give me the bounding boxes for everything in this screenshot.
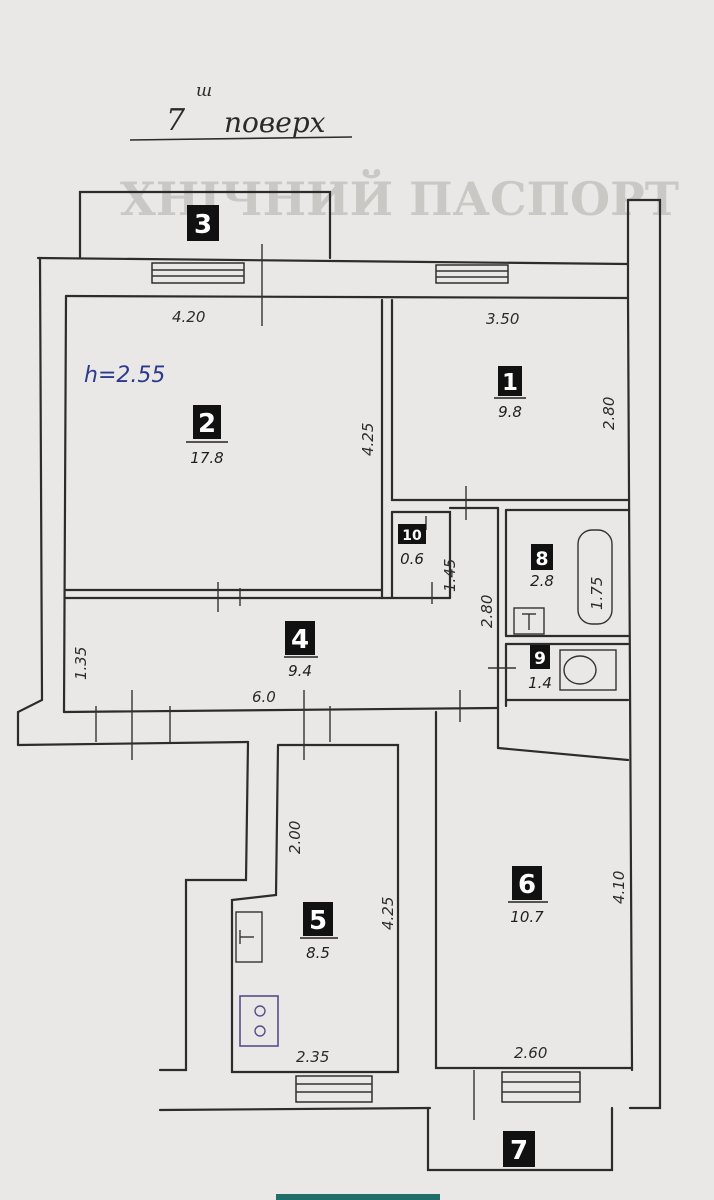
room-2-badge xyxy=(193,405,221,439)
floor-heading: 7 ш поверх xyxy=(129,81,353,141)
kitchen-entry-wall xyxy=(158,740,250,1072)
dim-bath-side: 2.80 xyxy=(478,595,496,628)
outer-wall-left xyxy=(16,256,44,747)
dim-room2-depth: 4.25 xyxy=(359,423,377,456)
room-2-number: 2 xyxy=(198,409,216,439)
room-6-top xyxy=(496,746,630,762)
kitchen-5-walls xyxy=(230,743,400,1074)
dim-room2-width: 4.20 xyxy=(172,308,205,326)
toilet-icon xyxy=(559,649,617,691)
outer-wall-bottom xyxy=(158,1106,432,1112)
room-6-number: 6 xyxy=(518,870,536,900)
room-6-area: 10.7 xyxy=(510,908,544,926)
dim-hall-width: 6.0 xyxy=(252,688,276,706)
dim-kitchen-width: 2.35 xyxy=(296,1048,329,1066)
dim-hall-depth: 1.35 xyxy=(72,647,90,680)
fixtures xyxy=(235,529,617,1047)
dim-bathtub-length: 1.75 xyxy=(588,577,606,610)
windows xyxy=(151,244,581,1120)
walls xyxy=(16,190,662,1172)
hall-bottom-outer xyxy=(16,740,250,747)
dimension-labels: 4.20 3.50 4.25 2.80 6.0 1.35 1.45 2.80 1… xyxy=(72,308,628,1066)
dim-closet-depth: 1.45 xyxy=(441,559,459,592)
floor-heading-word: поверх xyxy=(224,106,326,139)
outer-wall-left-inner xyxy=(62,294,68,714)
floor-heading-superscript: ш xyxy=(196,81,212,101)
dim-room1-width: 3.50 xyxy=(486,310,519,328)
room-9-number: 9 xyxy=(534,649,546,669)
door-marks xyxy=(95,486,516,760)
dim-room1-depth: 2.80 xyxy=(600,397,618,430)
bottom-strip xyxy=(276,1194,440,1200)
room-5-area: 8.5 xyxy=(306,944,330,962)
room-4-number: 4 xyxy=(291,625,309,655)
floor-heading-number: 7 xyxy=(166,103,186,138)
window-room-1 xyxy=(435,264,509,284)
outer-wall-right-inner xyxy=(626,296,634,1072)
room-9-badge xyxy=(530,645,550,669)
window-kitchen xyxy=(295,1075,373,1103)
bath-sink-icon xyxy=(513,607,545,635)
room-4-area: 9.4 xyxy=(288,662,312,680)
room-7-badge xyxy=(503,1131,535,1167)
room-3-badge xyxy=(187,205,219,241)
room-1-walls xyxy=(390,298,630,502)
ceiling-height: h=2.55 xyxy=(84,363,165,388)
outer-wall-top xyxy=(36,256,630,266)
room-labels: 3 1 9.8 2 17.8 10 0.6 8 2.8 4 9.4 9 1.4 … xyxy=(186,205,554,1167)
room-10-number: 10 xyxy=(402,528,422,544)
hall-bottom-wall xyxy=(62,706,500,714)
room-1-number: 1 xyxy=(502,370,518,396)
room-10-badge xyxy=(398,524,426,544)
room-8-area: 2.8 xyxy=(530,572,554,590)
room-5-badge xyxy=(303,902,333,936)
room-6-badge xyxy=(512,866,542,900)
room-10-area: 0.6 xyxy=(400,550,424,568)
closet-10-walls xyxy=(390,510,452,600)
dim-kitchen-depth: 4.25 xyxy=(379,897,397,930)
room-6-walls xyxy=(434,710,634,1070)
bathtub-icon xyxy=(577,529,613,625)
floor-heading-underline xyxy=(129,136,353,141)
window-room-2 xyxy=(151,262,245,284)
kitchen-sink-icon xyxy=(235,911,263,963)
room-8-number: 8 xyxy=(535,548,548,570)
room-7-number: 7 xyxy=(510,1136,528,1166)
dim-kitchen-top: 2.00 xyxy=(286,821,304,854)
room-5-number: 5 xyxy=(309,906,327,936)
dim-room6-width: 2.60 xyxy=(514,1044,547,1062)
outer-wall-right xyxy=(626,198,662,1110)
outer-wall-top-inner xyxy=(64,294,630,300)
balcony-7-outline xyxy=(426,1106,614,1172)
stove-icon xyxy=(239,995,279,1047)
window-room-6 xyxy=(501,1071,581,1103)
dim-room6-depth: 4.10 xyxy=(610,871,628,904)
balcony-3-outline xyxy=(78,190,332,260)
room-9-area: 1.4 xyxy=(528,674,552,692)
room-1-area: 9.8 xyxy=(498,403,522,421)
room-2-area: 17.8 xyxy=(190,449,223,467)
room-8-badge xyxy=(531,544,553,570)
room-4-badge xyxy=(285,621,315,655)
room-1-badge xyxy=(498,366,522,396)
room-3-number: 3 xyxy=(194,210,212,240)
